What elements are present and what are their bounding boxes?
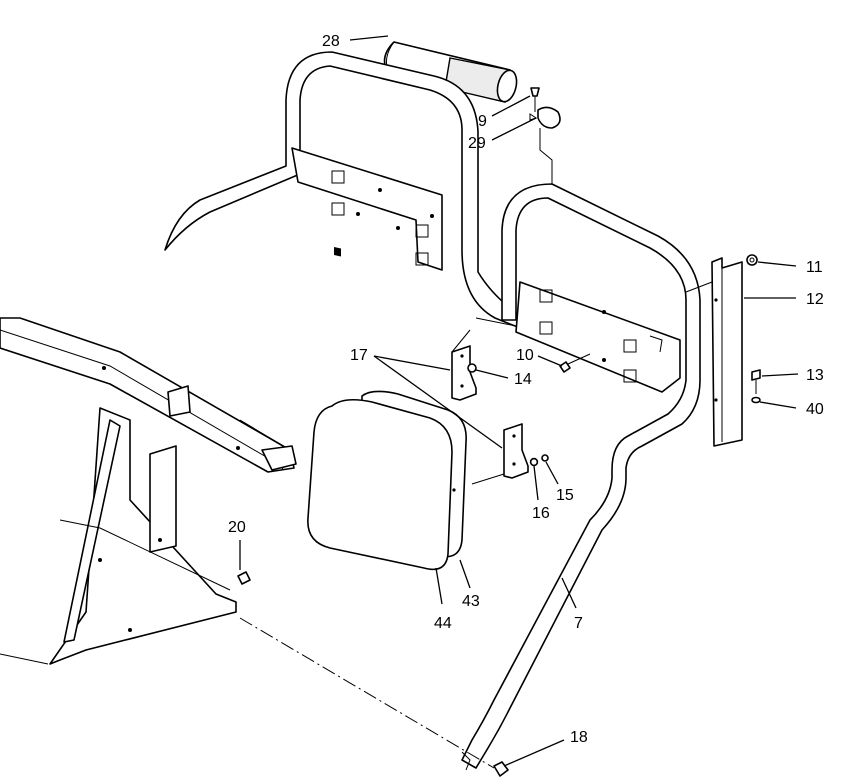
bolt-10-part — [559, 353, 591, 373]
callout-13: 13 — [806, 367, 824, 384]
bolt-washer-part — [751, 369, 761, 404]
callout-28: 28 — [322, 33, 340, 50]
leader-lines — [239, 35, 799, 767]
callout-44: 44 — [434, 615, 452, 632]
seat-bracket-lower-part — [471, 423, 529, 485]
callout-11: 11 — [806, 259, 823, 276]
callout-40: 40 — [806, 401, 824, 418]
callout-18: 18 — [570, 729, 588, 746]
seat-bracket-upper-part — [451, 317, 517, 401]
hardware-14-part — [467, 363, 477, 373]
tractor-frame-part — [0, 317, 297, 665]
callout-10: 10 — [516, 347, 534, 364]
callout-12: 12 — [806, 291, 824, 308]
centerline — [239, 617, 495, 769]
callout-7: 7 — [574, 615, 583, 632]
hardware-15-16-part — [529, 454, 549, 467]
nut-part — [746, 254, 758, 266]
channel-bracket-part — [685, 257, 743, 447]
rops-loop-part — [461, 183, 701, 771]
bolt-18-part — [493, 761, 509, 777]
callout-17: 17 — [350, 347, 368, 364]
callout-20: 20 — [228, 519, 246, 536]
seat-back-part — [307, 390, 467, 571]
callout-15: 15 — [556, 487, 574, 504]
callout-43: 43 — [462, 593, 480, 610]
clamp-part — [529, 87, 561, 195]
callout-14: 14 — [514, 371, 532, 388]
nut-20-part — [237, 571, 251, 585]
callout-9: 9 — [478, 113, 487, 130]
callouts: 28 9 29 11 12 10 17 14 13 40 15 16 20 43… — [228, 33, 824, 746]
callout-16: 16 — [532, 505, 550, 522]
callout-29: 29 — [468, 135, 486, 152]
